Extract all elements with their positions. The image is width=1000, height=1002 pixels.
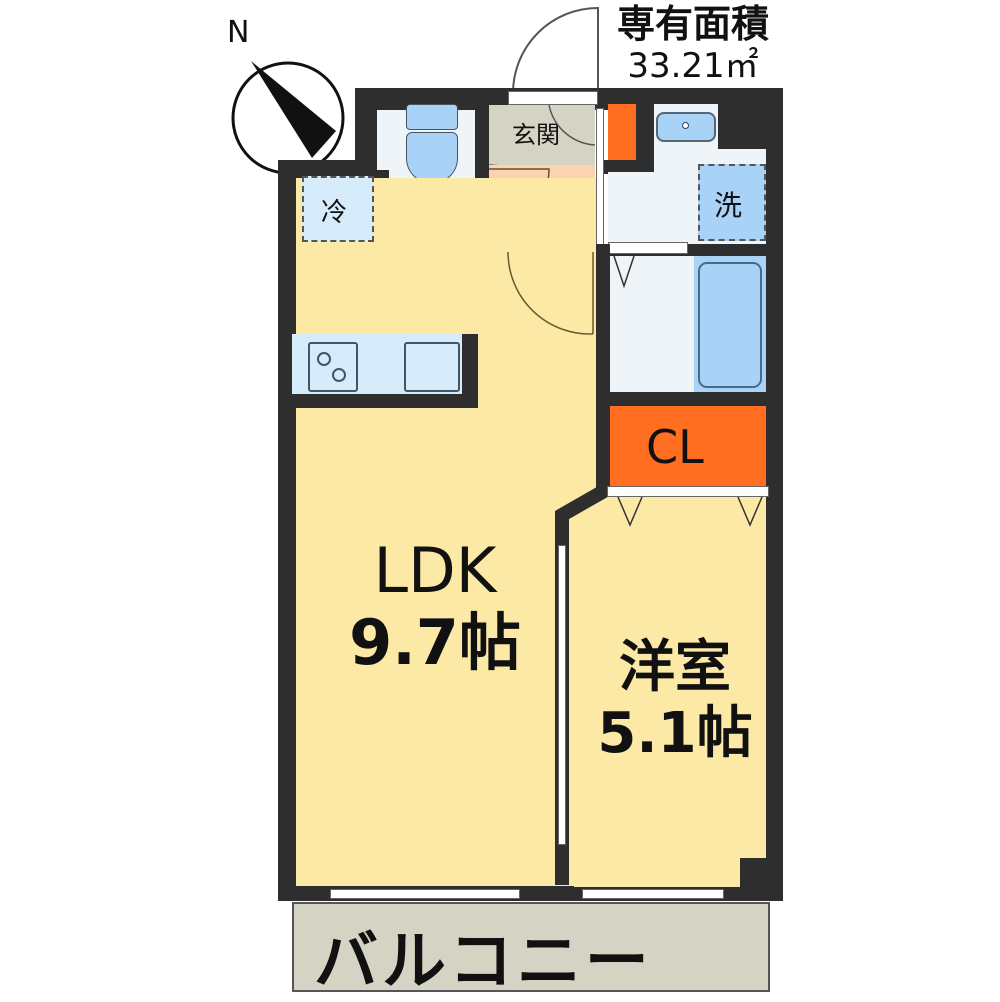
- bath-door-triangle: [613, 255, 635, 289]
- sink-icon: [404, 342, 460, 392]
- ldk-lower-extension: [296, 490, 558, 886]
- western-room: [574, 497, 766, 887]
- compass: N: [225, 15, 345, 175]
- balcony: バルコニー: [292, 902, 770, 999]
- bathtub: [694, 256, 766, 394]
- wash-wall-corner: [604, 160, 654, 174]
- fridge-space: 冷: [302, 176, 374, 242]
- shoe-storage: [608, 104, 636, 160]
- ldk-door-swing: [507, 251, 594, 335]
- washroom-wall-tr: [718, 104, 768, 149]
- ldk-label: LDK 9.7帖: [330, 535, 540, 679]
- closet-label: CL: [646, 420, 704, 474]
- bathroom: [610, 256, 694, 394]
- western-size: 5.1帖: [597, 701, 753, 766]
- ldk-balcony-window: [330, 889, 520, 899]
- ldk-size: 9.7帖: [349, 606, 521, 679]
- toilet-icon: [406, 104, 458, 184]
- kitchen-counter: [292, 334, 477, 404]
- bath-door-opening: [608, 242, 688, 254]
- wash-basin-icon: [656, 112, 716, 142]
- closet: CL: [610, 406, 766, 486]
- hall-side-opening: [596, 108, 604, 248]
- stove-icon: [308, 342, 358, 392]
- bath-wall-left: [596, 244, 610, 504]
- western-label: 洋室 5.1帖: [585, 635, 765, 767]
- front-door-opening: [508, 91, 598, 105]
- front-door-swing: [512, 6, 599, 94]
- area-info: 専有面積 33.21㎡: [598, 2, 788, 92]
- compass-north-label: N: [227, 15, 250, 50]
- exterior-wall-left-step: [278, 160, 378, 180]
- closet-door-triangles: [617, 496, 763, 527]
- fridge-label: 冷: [321, 198, 348, 228]
- entrance-label: 玄関: [512, 121, 560, 149]
- area-value: 33.21㎡: [627, 46, 759, 86]
- sliding-door: [558, 545, 566, 845]
- entrance-area: [489, 105, 595, 165]
- area-label: 専有面積: [616, 2, 769, 46]
- washer-space: 洗: [698, 164, 766, 241]
- wash-wall-left: [636, 104, 654, 172]
- exterior-wall-left: [278, 160, 296, 900]
- western-name: 洋室: [619, 635, 731, 700]
- exterior-wall-right: [765, 88, 783, 888]
- closet-door: [607, 486, 769, 497]
- counter-wall-bottom: [292, 394, 478, 408]
- western-corner-column: [740, 858, 768, 888]
- exterior-wall-left-upper: [355, 88, 377, 178]
- balcony-label: バルコニー: [314, 925, 653, 999]
- north-arrow-icon: [231, 61, 345, 175]
- bath-wall-bottom: [596, 392, 768, 406]
- washer-label: 洗: [714, 189, 743, 222]
- western-balcony-window: [582, 889, 724, 899]
- ldk-name: LDK: [373, 534, 497, 607]
- counter-wall-right: [462, 334, 478, 406]
